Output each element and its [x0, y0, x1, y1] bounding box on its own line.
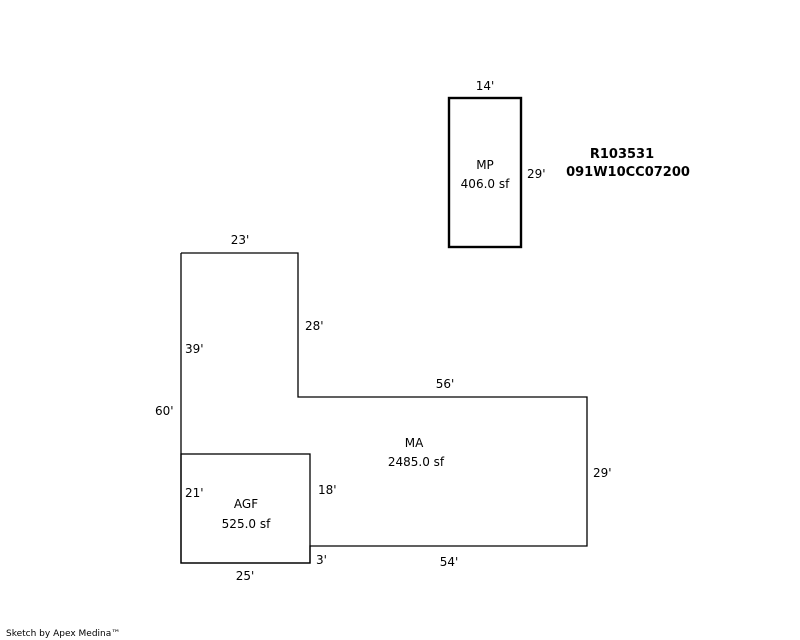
ma-dim-left-total: 60': [155, 404, 174, 418]
ma-dim-top-left: 23': [231, 233, 250, 247]
mp-code: MP: [476, 158, 494, 172]
mp-dim-right: 29': [527, 167, 546, 181]
mp-outline: [447, 96, 523, 249]
mp-area: 406.0 sf: [461, 177, 510, 191]
agf-area: 525.0 sf: [222, 517, 271, 531]
parcel-id: R103531: [590, 147, 654, 162]
ma-dim-step: 3': [316, 553, 327, 567]
ma-dim-right: 29': [593, 466, 612, 480]
ma-dim-agf-right: 18': [318, 483, 337, 497]
sketch-credit: Sketch by Apex Medina™: [6, 629, 120, 639]
agf-dim-bottom: 25': [236, 569, 255, 583]
agf-code: AGF: [234, 497, 258, 511]
ma-dim-bottom: 54': [440, 555, 459, 569]
agf-dim-left: 21': [185, 486, 204, 500]
ma-code: MA: [405, 436, 424, 450]
ma-dim-mid-horizontal: 56': [436, 377, 455, 391]
ma-area: 2485.0 sf: [388, 455, 445, 469]
agf-outline: [180, 453, 311, 564]
ma-dim-inner-left: 39': [185, 342, 204, 356]
parcel-account: 091W10CC07200: [566, 165, 690, 180]
ma-dim-inner-vertical: 28': [305, 319, 324, 333]
mp-dim-top: 14': [476, 79, 495, 93]
